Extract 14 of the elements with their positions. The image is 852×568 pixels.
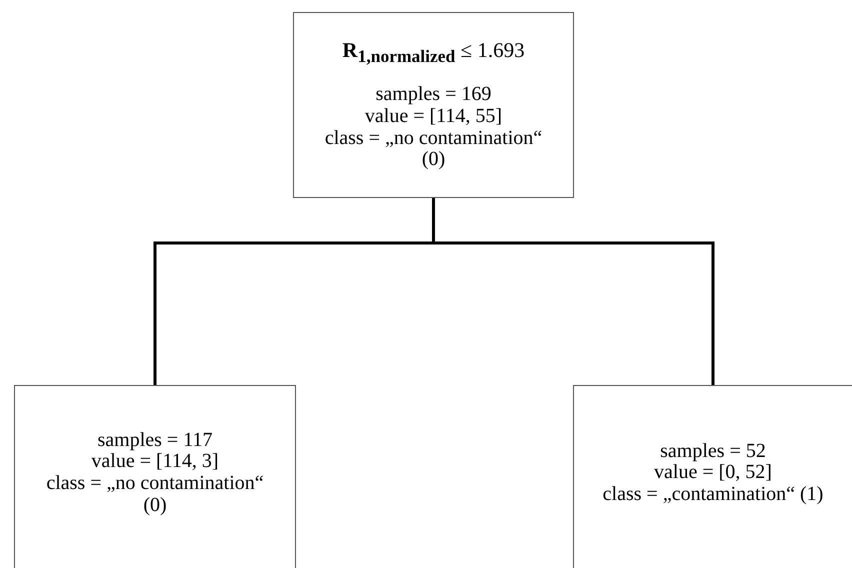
- node-text: value = [114, 55]: [364, 106, 504, 128]
- tree-node-box: [293, 12, 574, 198]
- node-text: samples = 52: [659, 440, 767, 462]
- node-text: value = [0, 52]: [653, 462, 773, 484]
- node-text: class = „no contamination“ (0): [45, 473, 265, 516]
- node-text: class = „contamination“ (1): [602, 484, 824, 506]
- node-text: class = „no contamination“ (0): [324, 128, 544, 171]
- tree-node-box: [14, 385, 296, 568]
- tree-branch-line: [432, 198, 714, 385]
- node-text: samples = 169: [374, 84, 492, 106]
- node-text: samples = 117: [96, 430, 214, 452]
- split-condition: R$_{1,normalized}$ ≤ 1.693: [341, 39, 526, 66]
- node-text: value = [114, 3]: [90, 451, 220, 473]
- tree-node-box: [573, 385, 852, 568]
